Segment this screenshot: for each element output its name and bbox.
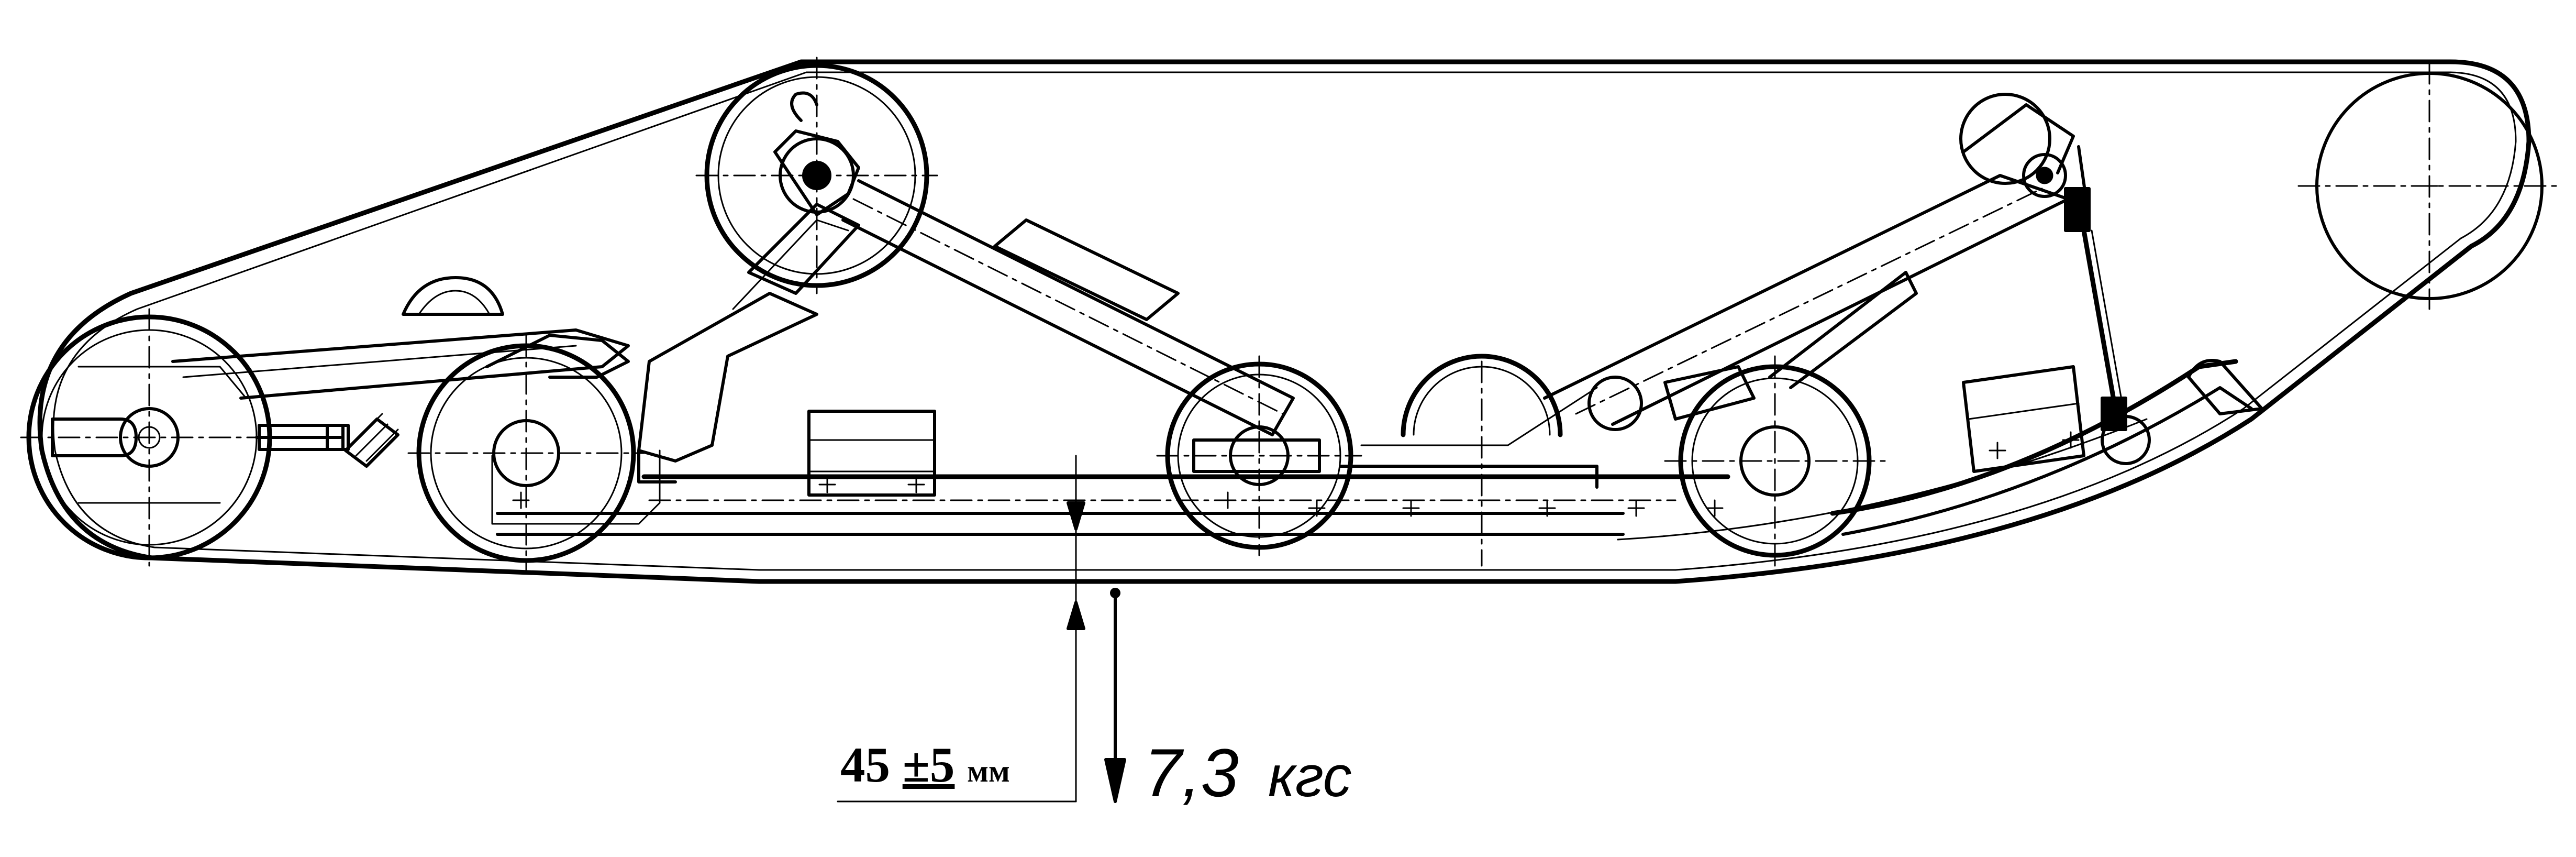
shock-absorber [1959,93,2127,431]
road-wheel-1 [407,334,661,572]
front-lever-bracket [637,203,860,484]
force-arrow [1104,588,1126,803]
deflection-tolerance: ±5 [902,737,955,793]
rear-tensioner-arm [171,276,630,468]
main-suspension-arm [841,179,1295,436]
upper-support-roller [695,57,938,294]
rear-suspension-arm [1543,174,2070,431]
lower-frame-rail [496,387,1730,536]
front-idler-wheel [2297,62,2561,310]
deflection-label: 45 ±5 мм [840,736,1010,794]
deflection-value: 45 [840,737,890,793]
curved-slide [1617,359,2263,541]
rail-rivets [512,491,1645,517]
deflection-dimension [837,455,1085,803]
deflection-unit: мм [967,754,1010,788]
right-box [1962,365,2085,473]
middle-roller [1401,354,1563,567]
force-label: 7,3 кгс [1144,733,1352,812]
road-wheel-2 [1156,355,1362,556]
left-box [807,410,936,497]
force-value: 7,3 [1144,734,1239,811]
road-wheel-3 [1664,355,1886,567]
track-belt [37,59,2531,584]
force-unit: кгс [1268,744,1352,809]
